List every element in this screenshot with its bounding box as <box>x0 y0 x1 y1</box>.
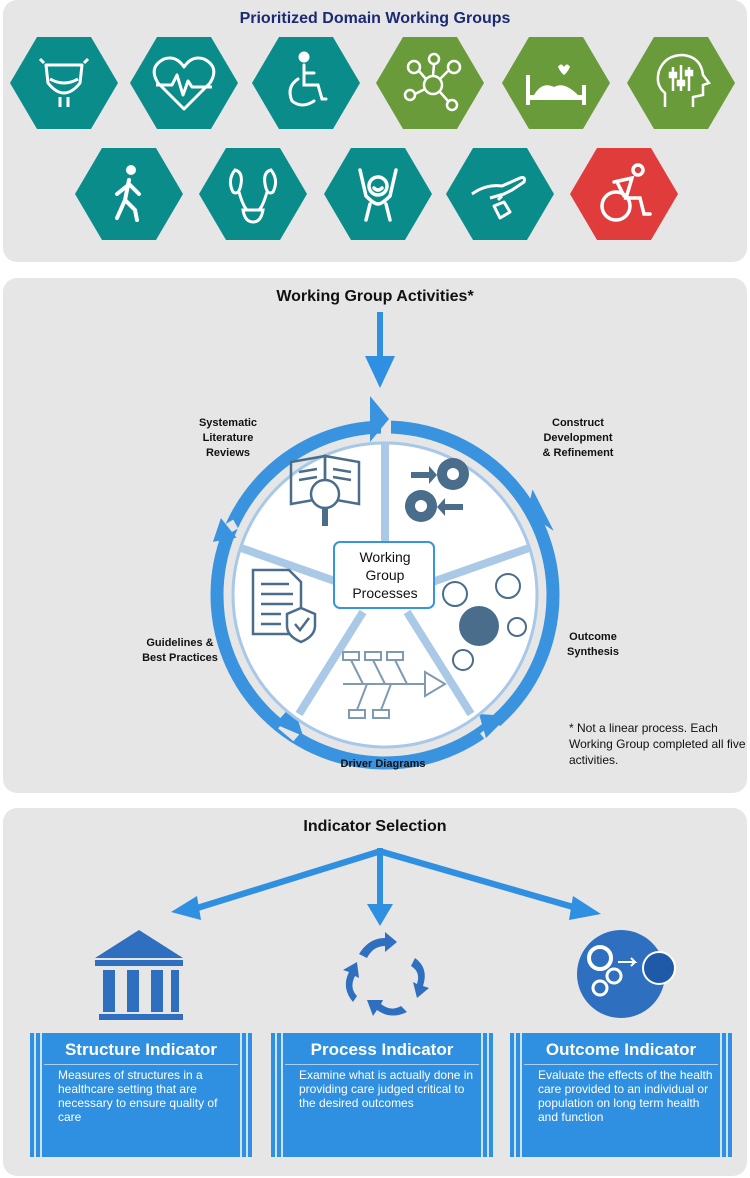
indicators-title: Indicator Selection <box>303 818 447 835</box>
label-outcome-synthesis: Outcome Synthesis <box>567 631 619 658</box>
label-systematic-reviews: Systematic Literature Reviews <box>198 417 258 459</box>
urinary-system-icon <box>199 148 307 240</box>
process-indicator-title: Process Indicator <box>310 1040 454 1059</box>
indicator-arrows <box>95 848 676 1020</box>
structure-indicator-box: Structure Indicator Measures of structur… <box>30 1033 252 1157</box>
bed-love-icon <box>502 37 610 129</box>
happy-person-icon <box>324 148 432 240</box>
label-construct-development: Construct Development & Refinement <box>542 417 614 459</box>
cycle-arrowheads <box>212 396 554 738</box>
process-indicator-box: Process Indicator Examine what is actual… <box>271 1033 493 1157</box>
outcome-gears-icon <box>577 930 676 1018</box>
incoming-arrow <box>365 312 395 388</box>
book-magnifier-icon <box>289 454 361 526</box>
bladder-icon <box>10 37 118 129</box>
nonlinear-note: * Not a linear process. Each Working Gro… <box>569 721 746 767</box>
mind-settings-icon <box>627 37 735 129</box>
document-shield-icon <box>251 568 317 644</box>
process-cycle-diagram <box>210 312 560 770</box>
fishbone-icon <box>342 651 447 719</box>
active-wheelchair-icon <box>570 148 678 240</box>
structure-indicator-title: Structure Indicator <box>64 1040 218 1059</box>
label-guidelines: Guidelines & Best Practices <box>142 637 218 664</box>
domain-groups-panel: Prioritized Domain Working Groups <box>3 0 747 262</box>
walking-person-icon <box>75 148 183 240</box>
building-icon <box>95 930 183 1020</box>
activities-title: Working Group Activities* <box>276 288 474 305</box>
label-driver-diagrams: Driver Diagrams <box>340 758 426 770</box>
gears-icon <box>405 458 469 522</box>
heart-rate-icon <box>130 37 238 129</box>
hand-care-icon <box>446 148 554 240</box>
indicators-panel: Indicator Selection <box>3 808 747 1176</box>
cycle-icon <box>343 932 429 1016</box>
structure-indicator-text: Measures of structures in a healthcare s… <box>58 1068 218 1124</box>
center-label: Working Group Processes <box>352 549 418 601</box>
social-network-icon <box>376 37 484 129</box>
outcome-indicator-box: Outcome Indicator Evaluate the effects o… <box>510 1033 732 1157</box>
outcome-indicator-title: Outcome Indicator <box>545 1040 697 1059</box>
synthesis-icon <box>442 573 527 671</box>
outcome-indicator-text: Evaluate the effects of the health care … <box>538 1068 713 1124</box>
domain-groups-title: Prioritized Domain Working Groups <box>239 10 511 27</box>
wheelchair-icon <box>252 37 360 129</box>
activities-panel: Working Group Activities* <box>3 278 747 793</box>
center-box <box>333 541 435 609</box>
process-indicator-text: Examine what is actually done in providi… <box>299 1068 474 1110</box>
